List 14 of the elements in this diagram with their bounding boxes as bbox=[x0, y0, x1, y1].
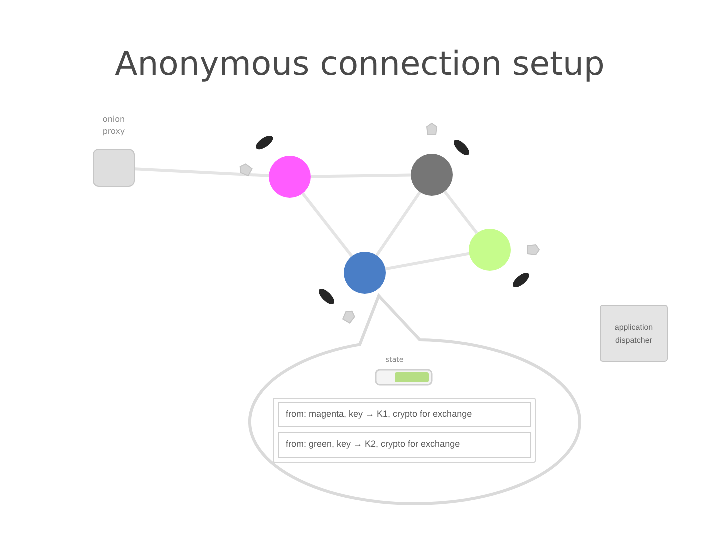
slide-title: Anonymous connection setup bbox=[115, 44, 605, 84]
connector-line bbox=[134, 168, 270, 178]
info-box: application dispatcher bbox=[600, 305, 668, 362]
router-circle bbox=[344, 252, 386, 294]
router-circle bbox=[469, 229, 511, 271]
router-circle bbox=[269, 156, 311, 198]
table-row: from: magenta, key → K1, crypto for exchange bbox=[278, 402, 531, 427]
node-label: onion proxy bbox=[102, 114, 126, 138]
connector-line bbox=[385, 252, 470, 271]
connector-line bbox=[376, 191, 422, 257]
connector-line bbox=[302, 192, 354, 258]
connector-line bbox=[310, 174, 412, 178]
table-row: from: green, key → K2, crypto for exchange bbox=[278, 432, 531, 458]
router-circle bbox=[411, 154, 453, 196]
